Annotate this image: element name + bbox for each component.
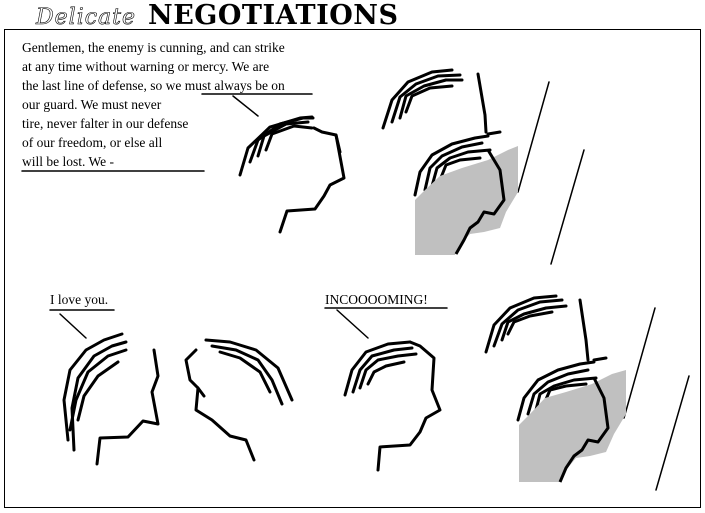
speech-incoming: INCOOOOMING!	[325, 292, 428, 307]
person-left-head	[62, 332, 160, 466]
shield-top	[415, 146, 518, 255]
general-head	[238, 115, 346, 234]
soldier-front-head	[413, 130, 502, 197]
soldier-bottom-front-head	[516, 356, 608, 422]
speech-love: I love you.	[50, 292, 109, 307]
title-prefix: Delicate	[36, 5, 137, 31]
speech-tail-general	[21, 93, 313, 172]
comic-title: Delicate NEGOTIATIONS	[36, 0, 399, 31]
speech-general: Gentlemen, the enemy is cunning, and can…	[22, 38, 322, 171]
spear-top	[517, 81, 585, 265]
speech-line: our guard. We must never	[22, 97, 162, 112]
speech-line: Gentlemen, the enemy is cunning, and can…	[22, 40, 285, 55]
title-main: NEGOTIATIONS	[148, 0, 399, 31]
shield-bottom	[519, 370, 626, 482]
soldier-bottom-back-head	[484, 294, 590, 362]
speech-line: the last line of defense, so we must alw…	[22, 78, 285, 93]
spear-bottom	[623, 307, 690, 491]
soldier-back-head	[381, 68, 488, 134]
speech-line: tire, never falter in our defense	[22, 116, 189, 131]
speech-tail-love	[49, 309, 115, 339]
speech-tail-incoming	[324, 307, 448, 339]
speech-line: will be lost. We -	[22, 154, 115, 169]
person-incoming-head	[343, 340, 442, 472]
person-right-head	[184, 338, 294, 462]
comic-panel	[4, 29, 701, 508]
speech-line: at any time without warning or mercy. We…	[22, 59, 270, 74]
speech-line: of our freedom, or else all	[22, 135, 163, 150]
